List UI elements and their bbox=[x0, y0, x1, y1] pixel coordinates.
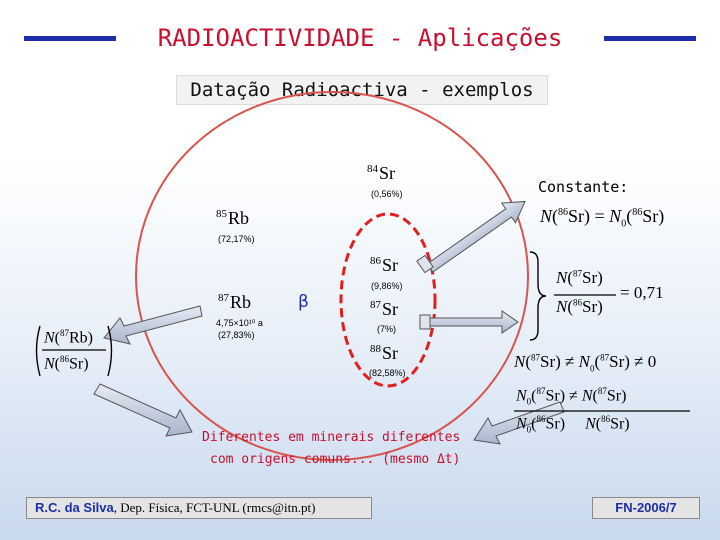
footer-slide-code: FN-2006/7 bbox=[592, 497, 700, 519]
arrow-to-note-left bbox=[93, 383, 193, 437]
abundance-rb85: (72,17%) bbox=[218, 234, 255, 244]
arrow-to-constant bbox=[426, 200, 526, 273]
footer-affiliation: , Dep. Física, FCT-UNL (rmcs@itn.pt) bbox=[113, 500, 316, 515]
note-line-2: com origens comuns... (mesmo Δt) bbox=[210, 452, 461, 467]
isotope-rb87: 87Rb bbox=[218, 292, 252, 312]
arrow-cap-sr87 bbox=[419, 314, 431, 330]
beta-decay-label: β bbox=[298, 292, 309, 312]
rb-ratio-denominator: N(86Sr) bbox=[44, 354, 89, 373]
arrow-to-rb-ratio bbox=[103, 305, 203, 345]
main-circle bbox=[135, 91, 529, 461]
title-rule-left bbox=[24, 36, 116, 41]
abundance-sr86: (9,86%) bbox=[371, 281, 403, 291]
constant-formula: N(86Sr) = N0(86Sr) bbox=[540, 206, 665, 230]
abundance-sr88: (82,58%) bbox=[369, 368, 406, 378]
left-bracket-right bbox=[107, 325, 113, 377]
slide-title: RADIOACTIVIDADE - Aplicações bbox=[0, 24, 720, 52]
footer-author: R.C. da Silva bbox=[35, 500, 114, 515]
n0-ratio-formula-bottom: N0(86Sr) N(86Sr) bbox=[516, 414, 630, 435]
ratio-value: = 0,71 bbox=[620, 283, 664, 302]
abundance-sr87: (7%) bbox=[377, 324, 397, 334]
not-equal-formula: N(87Sr) ≠ N0(87Sr) ≠ 0 bbox=[514, 352, 657, 374]
arrow-to-note-right bbox=[473, 401, 565, 445]
abundance-rb87: (27,83%) bbox=[218, 330, 255, 340]
slide-subtitle: Datação Radioactiva - exemplos bbox=[176, 75, 548, 105]
footer-credit: R.C. da Silva, Dep. Física, FCT-UNL (rmc… bbox=[26, 497, 372, 519]
left-bracket-left bbox=[35, 325, 41, 377]
ratio-numerator: N(87Sr) bbox=[556, 268, 603, 287]
constante-label: Constante: bbox=[538, 178, 629, 196]
curly-brace bbox=[529, 251, 547, 341]
title-rule-right bbox=[604, 36, 696, 41]
isotope-sr87: 87Sr bbox=[370, 299, 399, 319]
abundance-sr84: (0,56%) bbox=[371, 189, 403, 199]
ratio-denominator: N(86Sr) bbox=[556, 297, 603, 316]
rb-ratio-numerator: N(87Rb) bbox=[44, 328, 93, 347]
strontium-dashed-circle bbox=[339, 212, 437, 388]
note-line-1: Diferentes em minerais diferentes bbox=[202, 430, 461, 445]
isotope-rb85: 85Rb bbox=[216, 208, 250, 228]
n0-ratio-formula-top: N0(87Sr) ≠ N(87Sr) bbox=[516, 386, 627, 407]
halflife-rb87: 4,75×10¹⁰ a bbox=[216, 318, 263, 328]
isotope-sr84: 84Sr bbox=[367, 163, 396, 183]
isotope-sr86: 86Sr bbox=[370, 255, 399, 275]
arrow-to-ratio bbox=[429, 310, 519, 334]
isotope-sr88: 88Sr bbox=[370, 343, 399, 363]
arrow-cap-sr86 bbox=[416, 254, 434, 274]
